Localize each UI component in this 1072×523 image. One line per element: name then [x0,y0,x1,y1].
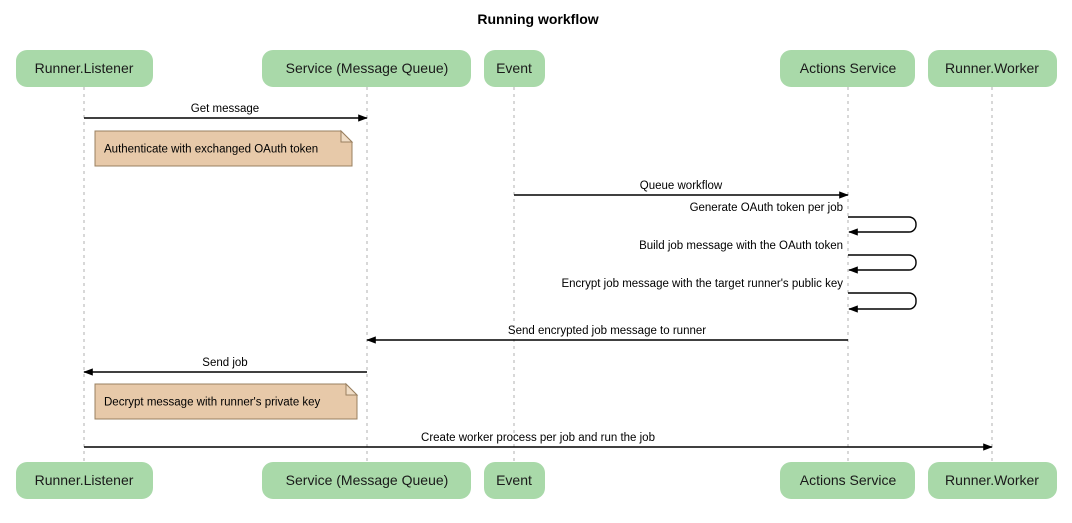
participant-label: Runner.Worker [945,472,1039,488]
participant-service-mq-top[interactable]: Service (Message Queue) [262,50,471,87]
participant-box [262,462,471,499]
participant-label: Event [496,60,532,76]
participant-label: Runner.Worker [945,60,1039,76]
participant-label: Runner.Listener [35,60,134,76]
participant-box [780,462,915,499]
note-fold-corner-icon [345,382,359,396]
participant-box [780,50,915,87]
message-queue-workflow[interactable]: Queue workflow [514,180,849,199]
participant-label: Actions Service [800,60,897,76]
participant-actions-service-top[interactable]: Actions Service [780,50,915,87]
participant-label: Runner.Listener [35,472,134,488]
participant-box [928,462,1057,499]
self-message-arrow [848,292,917,313]
participant-label: Event [496,472,532,488]
participant-label: Actions Service [800,472,897,488]
message-label: Send job [202,357,247,369]
message-encrypt-job-message[interactable]: Encrypt job message with the target runn… [561,278,917,313]
participant-event-top[interactable]: Event [484,50,545,87]
message-send-job[interactable]: Send job [83,357,367,376]
participant-box [484,50,545,87]
message-build-job-message[interactable]: Build job message with the OAuth token [639,240,917,274]
note-fold-corner-icon [340,129,354,143]
participant-actions-service-bottom[interactable]: Actions Service [780,462,915,499]
message-create-worker-process[interactable]: Create worker process per job and run th… [84,432,993,451]
page-title: Running workflow [477,11,598,27]
message-send-encrypted-job-message[interactable]: Send encrypted job message to runner [366,325,848,344]
notes-layer: Authenticate with exchanged OAuth tokenD… [94,129,359,420]
message-label: Build job message with the OAuth token [639,240,843,252]
participant-service-mq-bottom[interactable]: Service (Message Queue) [262,462,471,499]
message-label: Send encrypted job message to runner [508,325,706,337]
participant-box [16,462,153,499]
participant-label: Service (Message Queue) [286,60,449,76]
message-generate-oauth-token[interactable]: Generate OAuth token per job [690,202,917,236]
participant-runner-listener-top[interactable]: Runner.Listener [16,50,153,87]
note-label: Decrypt message with runner's private ke… [104,397,321,409]
participant-event-bottom[interactable]: Event [484,462,545,499]
message-label: Generate OAuth token per job [690,202,843,214]
message-get-message[interactable]: Get message [84,103,368,122]
message-label: Create worker process per job and run th… [421,432,655,444]
self-message-arrow [848,216,917,236]
note-body [94,383,358,420]
participant-box [928,50,1057,87]
participant-runner-listener-bottom[interactable]: Runner.Listener [16,462,153,499]
participant-label: Service (Message Queue) [286,472,449,488]
note-authenticate-note[interactable]: Authenticate with exchanged OAuth token [94,129,354,167]
message-label: Encrypt job message with the target runn… [561,278,843,290]
participant-runner-worker-bottom[interactable]: Runner.Worker [928,462,1057,499]
participant-box [484,462,545,499]
message-label: Get message [191,103,259,115]
participant-box [262,50,471,87]
participant-box [16,50,153,87]
note-decrypt-note[interactable]: Decrypt message with runner's private ke… [94,382,359,420]
note-body [94,130,353,167]
note-label: Authenticate with exchanged OAuth token [104,144,318,156]
participant-runner-worker-top[interactable]: Runner.Worker [928,50,1057,87]
self-message-arrow [848,254,917,274]
message-label: Queue workflow [640,180,723,192]
